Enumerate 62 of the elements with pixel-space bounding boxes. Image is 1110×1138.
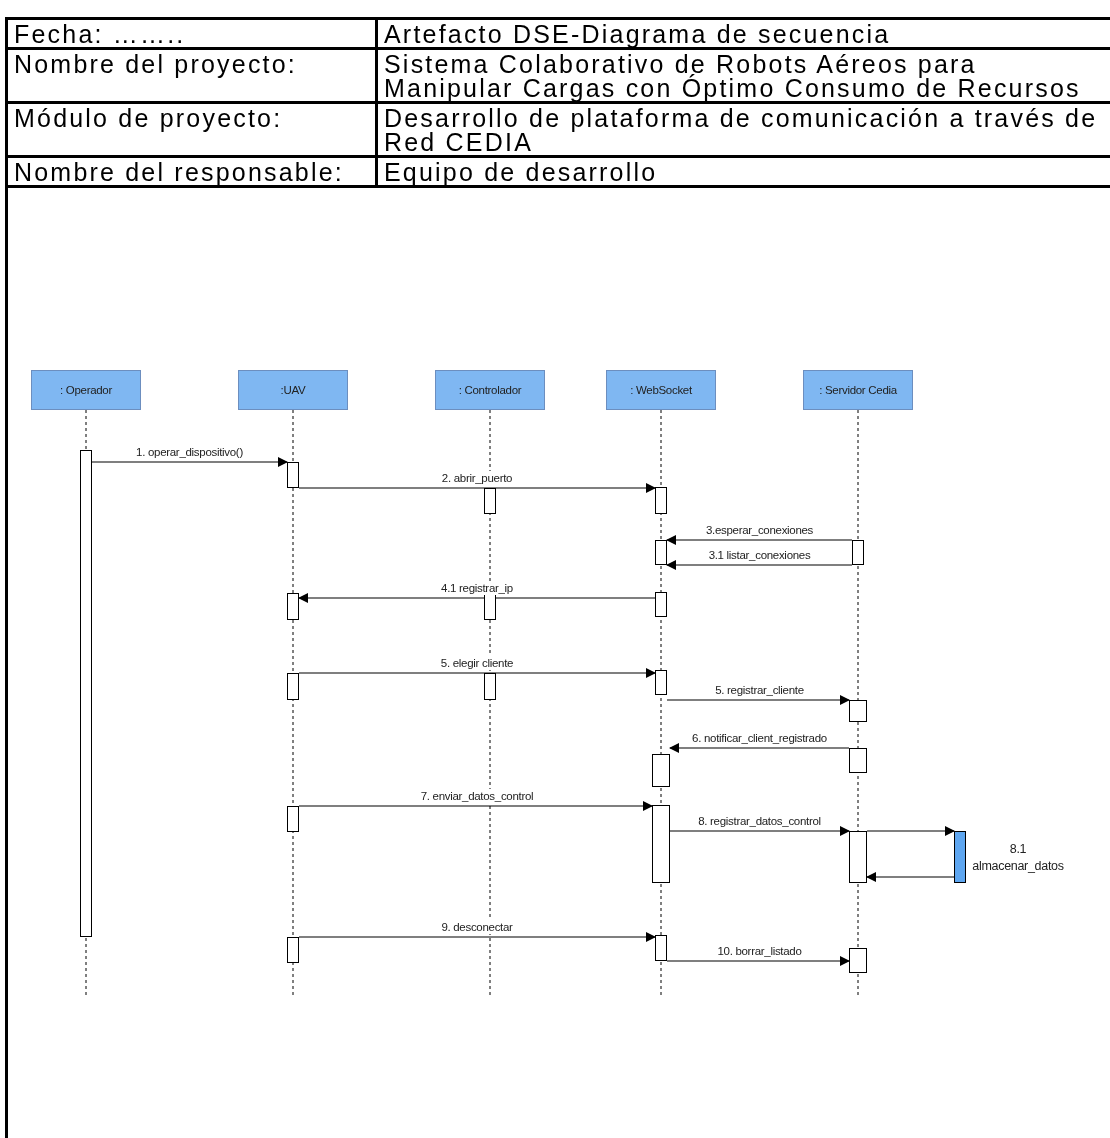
message-label: 3.esperar_conexiones xyxy=(703,523,816,537)
activation-label: 8.1 almacenar_datos xyxy=(971,841,1065,875)
message-label: 3.1 listar_conexiones xyxy=(706,548,813,562)
message-label: 9. desconectar xyxy=(439,920,515,934)
activation-bar xyxy=(852,540,864,565)
table-cell: Módulo de proyecto: xyxy=(8,104,378,158)
participant-box: : Operador xyxy=(31,370,141,410)
message-label: 1. operar_dispositivo() xyxy=(134,445,245,459)
activation-bar xyxy=(954,831,966,883)
table-cell: Desarrollo de plataforma de comunicación a través de Red CEDIA xyxy=(378,104,1110,158)
message-arrow xyxy=(91,457,288,467)
message-arrow xyxy=(669,743,850,753)
message-arrow xyxy=(666,560,853,570)
activation-bar xyxy=(484,673,496,700)
message-arrow xyxy=(866,872,955,882)
message-arrow xyxy=(666,535,853,545)
activation-bar xyxy=(655,592,667,617)
message-arrow xyxy=(298,668,656,678)
activation-bar xyxy=(484,593,496,620)
activation-bar xyxy=(655,670,667,695)
message-label: 7. enviar_datos_control xyxy=(418,789,536,803)
activation-bar xyxy=(849,948,867,973)
message-label: 4.1 registrar_ip xyxy=(439,581,515,595)
table-cell: Nombre del proyecto: xyxy=(8,50,378,104)
participant-box: :UAV xyxy=(238,370,348,410)
participant-box: : Servidor Cedia xyxy=(803,370,913,410)
activation-bar xyxy=(287,673,299,700)
activation-bar xyxy=(849,831,867,883)
activation-bar xyxy=(655,487,667,514)
table-cell: Nombre del responsable: xyxy=(8,158,378,188)
participant-box: : Controlador xyxy=(435,370,545,410)
message-arrow xyxy=(666,956,850,966)
activation-bar xyxy=(484,488,496,514)
message-arrow xyxy=(298,483,656,493)
message-arrow xyxy=(298,932,656,942)
activation-bar xyxy=(80,450,92,937)
activation-bar xyxy=(652,754,670,787)
table-cell: Equipo de desarrollo xyxy=(378,158,1110,188)
activation-bar xyxy=(287,462,299,488)
activation-bar xyxy=(849,748,867,773)
message-arrow xyxy=(669,826,850,836)
message-label: 8. registrar_datos_control xyxy=(696,814,823,828)
message-label: 10. borrar_listado xyxy=(715,944,804,958)
message-arrow xyxy=(298,801,653,811)
message-arrow xyxy=(298,593,656,603)
activation-bar xyxy=(655,935,667,961)
activation-bar xyxy=(655,540,667,565)
message-label: 2. abrir_puerto xyxy=(439,471,515,485)
message-arrow xyxy=(666,695,850,705)
message-label: 5. elegir cliente xyxy=(438,656,516,670)
activation-bar xyxy=(652,805,670,883)
table-cell: Fecha: …….. xyxy=(8,20,378,50)
message-label: 6. notificar_client_registrado xyxy=(690,731,829,745)
activation-bar xyxy=(287,806,299,832)
table-cell: Artefacto DSE-Diagrama de secuencia xyxy=(378,20,1110,50)
message-label: 5. registrar_cliente xyxy=(713,683,806,697)
activation-bar xyxy=(287,937,299,963)
activation-bar xyxy=(287,593,299,620)
activation-bar xyxy=(849,700,867,722)
participant-box: : WebSocket xyxy=(606,370,716,410)
table-cell: Sistema Colaborativo de Robots Aéreos para Manipular Cargas con Óptimo Consumo de Recursos xyxy=(378,50,1110,104)
message-arrow xyxy=(866,826,955,836)
